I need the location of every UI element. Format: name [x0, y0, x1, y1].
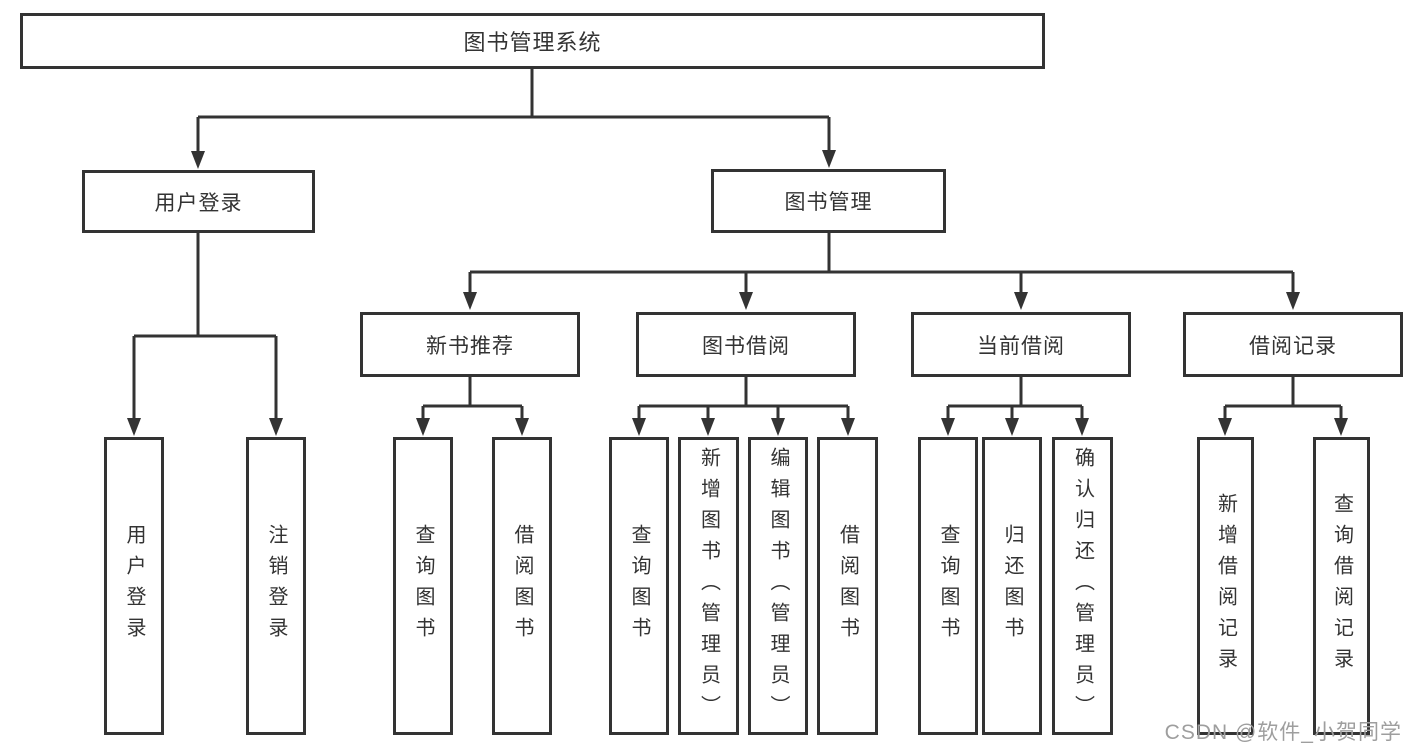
node-library-system: 图书管理系统	[20, 13, 1045, 69]
node-label: 注销登录	[265, 524, 287, 648]
node-label: 新增图书（管理员）	[697, 446, 720, 726]
node-label: 借阅记录	[1249, 334, 1337, 358]
node-leaf-query-books-borrow: 查询图书	[609, 437, 669, 735]
node-borrow-records: 借阅记录	[1183, 312, 1403, 377]
node-leaf-user-login: 用户登录	[104, 437, 164, 735]
node-user-login: 用户登录	[82, 170, 315, 233]
node-book-management: 图书管理	[711, 169, 946, 233]
node-book-borrow: 图书借阅	[636, 312, 856, 377]
node-leaf-confirm-return-admin: 确认归还（管理员）	[1052, 437, 1113, 735]
node-label: 借阅图书	[511, 524, 533, 648]
node-leaf-return-books: 归还图书	[982, 437, 1042, 735]
node-leaf-query-books-current: 查询图书	[918, 437, 978, 735]
node-label: 用户登录	[154, 191, 243, 215]
node-label: 当前借阅	[977, 334, 1065, 358]
node-new-book-recommend: 新书推荐	[360, 312, 580, 377]
node-label: 新书推荐	[426, 334, 514, 358]
node-leaf-add-borrow-record: 新增借阅记录	[1197, 437, 1254, 735]
node-leaf-borrow-books-recommend: 借阅图书	[492, 437, 552, 735]
node-label: 查询图书	[628, 524, 650, 648]
node-label: 查询借阅记录	[1330, 493, 1353, 679]
csdn-watermark: CSDN @软件_小贺同学	[1164, 721, 1402, 744]
node-leaf-logout: 注销登录	[246, 437, 306, 735]
node-label: 查询图书	[937, 524, 959, 648]
node-label: 确认归还（管理员）	[1071, 446, 1094, 726]
arrowheads	[127, 150, 1348, 436]
node-label: 新增借阅记录	[1214, 493, 1237, 679]
node-leaf-edit-books-admin: 编辑图书（管理员）	[748, 437, 808, 735]
node-label: 借阅图书	[836, 524, 859, 648]
node-label: 图书借阅	[702, 334, 790, 358]
node-leaf-add-books-admin: 新增图书（管理员）	[678, 437, 739, 735]
node-leaf-borrow-books: 借阅图书	[817, 437, 878, 735]
node-label: 查询图书	[412, 524, 434, 648]
node-current-borrow: 当前借阅	[911, 312, 1131, 377]
node-label: 归还图书	[1001, 524, 1023, 648]
node-label: 编辑图书（管理员）	[767, 446, 789, 726]
node-leaf-query-borrow-record: 查询借阅记录	[1313, 437, 1370, 735]
node-label: 用户登录	[123, 524, 145, 648]
node-label: 图书管理	[784, 191, 873, 214]
node-leaf-query-books-recommend: 查询图书	[393, 437, 453, 735]
node-label: 图书管理系统	[463, 30, 602, 55]
